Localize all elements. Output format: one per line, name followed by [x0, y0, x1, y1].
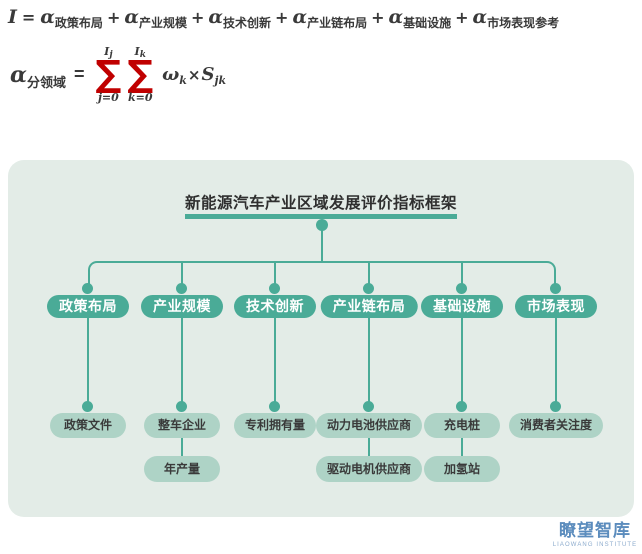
connector-dot — [550, 283, 561, 294]
indicator-pill-hydrogen: 加氢站 — [424, 456, 500, 482]
connector-line — [368, 261, 370, 284]
category-pill-market: 市场表现 — [515, 295, 597, 318]
term-infra: 基础设施 — [403, 16, 452, 30]
diagram-title: 新能源汽车产业区域发展评价指标框架 — [184, 191, 457, 219]
indicator-pill-patents: 专利拥有量 — [233, 413, 317, 438]
connector-line — [368, 318, 370, 402]
alpha-var: α — [388, 6, 404, 28]
alpha-var: α — [10, 61, 27, 88]
indicator-pill-annual-output: 年产量 — [144, 456, 220, 482]
sigma-upper-limit: Ij — [104, 45, 113, 60]
equals-sign: = — [73, 64, 85, 85]
diagram-title-wrap: 新能源汽车产业区域发展评价指标框架 — [8, 191, 634, 219]
sigma-sum-k: Ik ∑ k=0 — [127, 46, 153, 103]
connector-line — [181, 318, 183, 402]
connector-line — [368, 438, 370, 457]
connector-dot — [269, 401, 280, 412]
plus-sign: + — [455, 8, 469, 27]
plus-sign: + — [371, 8, 385, 27]
connector-line — [461, 261, 463, 284]
connector-dot — [269, 283, 280, 294]
logo-name: 瞭望智库 — [559, 521, 631, 540]
connector-line — [461, 438, 463, 457]
connector-dot — [363, 401, 374, 412]
liaowang-logo: 瞭望智库 LIAOWANG INSTITUTE — [552, 521, 638, 548]
connector-line — [461, 318, 463, 402]
formula-total-index: I=α政策布局+α产业规模+α技术创新+α产业链布局+α基础设施+α市场表现参考 — [8, 6, 560, 30]
connector-dot — [176, 401, 187, 412]
root-connector-dot — [316, 219, 328, 231]
times-sign: × — [187, 66, 201, 85]
sigma-symbol: ∑ — [127, 54, 154, 95]
plus-sign: + — [190, 8, 205, 27]
sigma-upper-limit: Ik — [134, 45, 146, 60]
term-chain: 产业链布局 — [307, 16, 368, 30]
plus-sign: + — [106, 8, 121, 27]
connector-line — [87, 318, 89, 402]
connector-line — [555, 318, 557, 402]
connector-dot — [82, 401, 93, 412]
term-innovation: 技术创新 — [223, 16, 272, 30]
connector-dot — [176, 283, 187, 294]
connector-line — [181, 438, 183, 457]
indicator-pill-consumer: 消费者关注度 — [508, 413, 604, 438]
equals-sign: = — [21, 8, 36, 27]
category-pill-innovation: 技术创新 — [234, 295, 316, 318]
term-policy: 政策布局 — [54, 16, 103, 30]
connector-line — [274, 318, 276, 402]
alpha-var: α — [472, 6, 488, 28]
connector-line — [274, 261, 276, 284]
connector-dot — [456, 283, 467, 294]
connector-dot — [82, 283, 93, 294]
logo-subtitle: LIAOWANG INSTITUTE — [552, 542, 638, 549]
sigma-symbol: ∑ — [95, 54, 122, 95]
plus-sign: + — [275, 8, 289, 27]
indicator-pill-motor-supplier: 驱动电机供应商 — [315, 456, 423, 482]
indicator-pill-battery-supplier: 动力电池供应商 — [315, 413, 423, 438]
connector-line — [181, 261, 183, 284]
sigma-sum-j: Ij ∑ j=0 — [95, 46, 121, 103]
alpha-var: α — [208, 6, 224, 28]
indicator-pill-vehicle-firms: 整车企业 — [144, 413, 220, 438]
connector-dot — [550, 401, 561, 412]
alpha-var: α — [40, 6, 55, 28]
formula-lhs: I — [8, 6, 17, 28]
connector-dot — [363, 283, 374, 294]
term-scale: 产业规模 — [138, 16, 187, 30]
alpha-var: α — [124, 6, 139, 28]
category-pill-chain: 产业链布局 — [320, 295, 418, 318]
category-pill-policy: 政策布局 — [47, 295, 129, 318]
term-market: 市场表现参考 — [487, 16, 560, 30]
subfield-subscript: 分领域 — [26, 75, 66, 91]
category-pill-scale: 产业规模 — [141, 295, 223, 318]
connector-bracket — [88, 261, 556, 284]
alpha-var: α — [292, 6, 308, 28]
weight-term: ωk×Sjk — [162, 64, 227, 88]
connector-line — [321, 230, 323, 262]
indicator-pill-charging-piles: 充电桩 — [424, 413, 500, 438]
connector-dot — [456, 401, 467, 412]
category-pill-infra: 基础设施 — [421, 295, 503, 318]
sigma-lower-limit: k=0 — [127, 91, 153, 105]
indicator-pill-policy-docs: 政策文件 — [50, 413, 126, 438]
sigma-lower-limit: j=0 — [97, 91, 119, 105]
